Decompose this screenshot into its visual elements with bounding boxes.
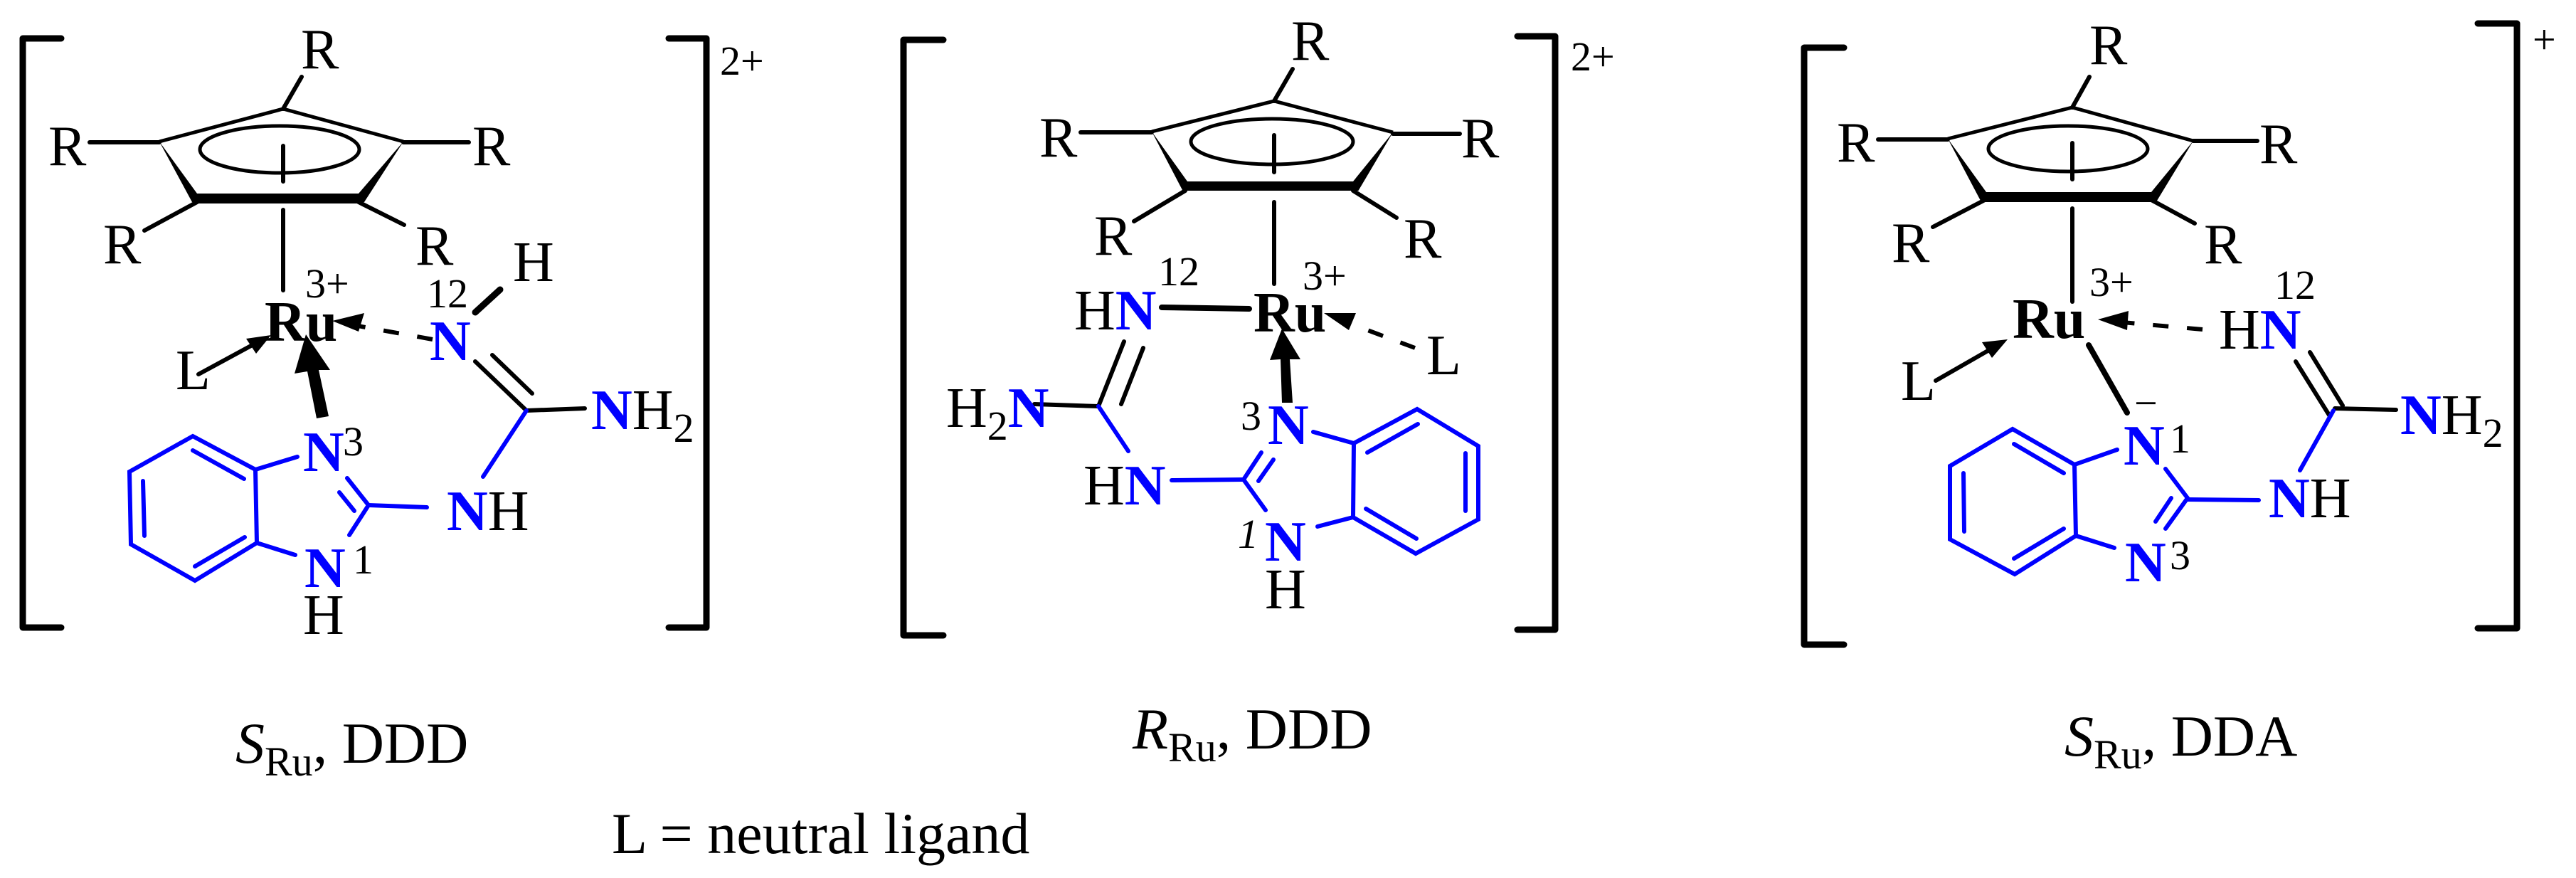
r-substituent: R xyxy=(48,115,87,178)
nitrogen-n12: N xyxy=(430,310,471,373)
ruthenium-atom: Ru xyxy=(1253,282,1326,344)
amine-nh: NH xyxy=(447,480,529,543)
left-bracket xyxy=(19,35,65,631)
r-substituent: R xyxy=(103,213,142,276)
complex-charge: 2+ xyxy=(720,38,764,84)
left-bracket xyxy=(1801,44,1848,648)
r-substituent: R xyxy=(1039,107,1078,169)
r-substituent: R xyxy=(2259,113,2298,176)
structure-1-sru-ddd: 2+ R R R R R 3+ Ru L 12 xyxy=(19,18,764,785)
r-substituent: R xyxy=(1461,107,1500,170)
ruthenium-atom: Ru xyxy=(2013,288,2085,351)
benzimidazole-ring xyxy=(127,433,429,583)
structure-3-sru-dda: + R R R R R 3+ Ru L − 12 xyxy=(1801,14,2556,778)
atom-number-12: 12 xyxy=(1158,248,1199,295)
nitrogen-n3: N xyxy=(1268,394,1309,457)
right-bracket xyxy=(1514,33,1559,633)
amine-hn: HN xyxy=(1083,455,1166,517)
r-substituent: R xyxy=(2204,213,2242,276)
amino-group-h2n: H2N xyxy=(946,377,1049,449)
imine-hn12: HN xyxy=(1074,280,1157,342)
ruthenium-atom: Ru xyxy=(265,291,337,354)
structure-label: SRu, DDA xyxy=(2064,704,2297,778)
atom-number-3: 3 xyxy=(1241,393,1261,439)
imine-hn12: HN xyxy=(2219,299,2301,361)
legend-neutral-ligand: L = neutral ligand xyxy=(612,801,1029,866)
metal-oxidation-state: 3+ xyxy=(2089,259,2134,305)
right-bracket xyxy=(665,35,710,631)
complex-charge: 2+ xyxy=(1571,33,1615,80)
neutral-ligand-l: L xyxy=(1901,350,1936,413)
metal-oxidation-state: 3+ xyxy=(305,260,349,307)
nitrogen-n1: N xyxy=(304,537,346,600)
complex-charge: + xyxy=(2533,16,2556,63)
amino-group-nh2: NH2 xyxy=(591,379,694,451)
atom-number-12: 12 xyxy=(2274,262,2316,308)
negative-charge: − xyxy=(2134,380,2158,426)
nitrogen-n1: N xyxy=(2124,415,2165,477)
hydrogen-atom: H xyxy=(1265,559,1306,621)
benzimidazole-ring xyxy=(1948,426,2261,577)
structure-label: SRu, DDD xyxy=(235,711,468,785)
hydrogen-atom: H xyxy=(513,231,554,294)
neutral-ligand-l: L xyxy=(1426,324,1461,387)
nitrogen-n1: N xyxy=(1265,511,1306,573)
r-substituent: R xyxy=(472,115,511,178)
nitrogen-n3: N xyxy=(303,421,344,484)
r-substituent: R xyxy=(2089,14,2128,77)
nitrogen-n3: N xyxy=(2125,531,2166,594)
amino-group-nh2: NH2 xyxy=(2400,384,2503,456)
r-substituent: R xyxy=(1094,205,1133,268)
structure-label: RRu, DDD xyxy=(1132,697,1372,771)
atom-number-12: 12 xyxy=(427,270,468,317)
structure-2-rru-ddd: 2+ R R R R R 3+ Ru 12 HN L xyxy=(900,10,1615,771)
r-substituent: R xyxy=(1291,10,1330,73)
atom-number-3: 3 xyxy=(343,418,364,465)
hydrogen-atom: H xyxy=(303,584,344,647)
atom-number-3: 3 xyxy=(2170,532,2190,578)
r-substituent: R xyxy=(1892,212,1930,275)
r-substituent: R xyxy=(1404,208,1442,270)
right-bracket xyxy=(2474,20,2521,632)
left-bracket xyxy=(900,36,947,639)
benzimidazole-ring xyxy=(1170,406,1480,556)
atom-number-1: 1 xyxy=(1238,511,1258,557)
atom-number-1: 1 xyxy=(353,536,373,583)
amine-nh: NH xyxy=(2269,467,2351,530)
r-substituent: R xyxy=(301,18,339,81)
metal-oxidation-state: 3+ xyxy=(1303,253,1347,299)
atom-number-1: 1 xyxy=(2170,416,2190,462)
r-substituent: R xyxy=(415,215,454,277)
r-substituent: R xyxy=(1837,112,1875,174)
cyclopentadienyl-ring xyxy=(1947,105,2194,202)
